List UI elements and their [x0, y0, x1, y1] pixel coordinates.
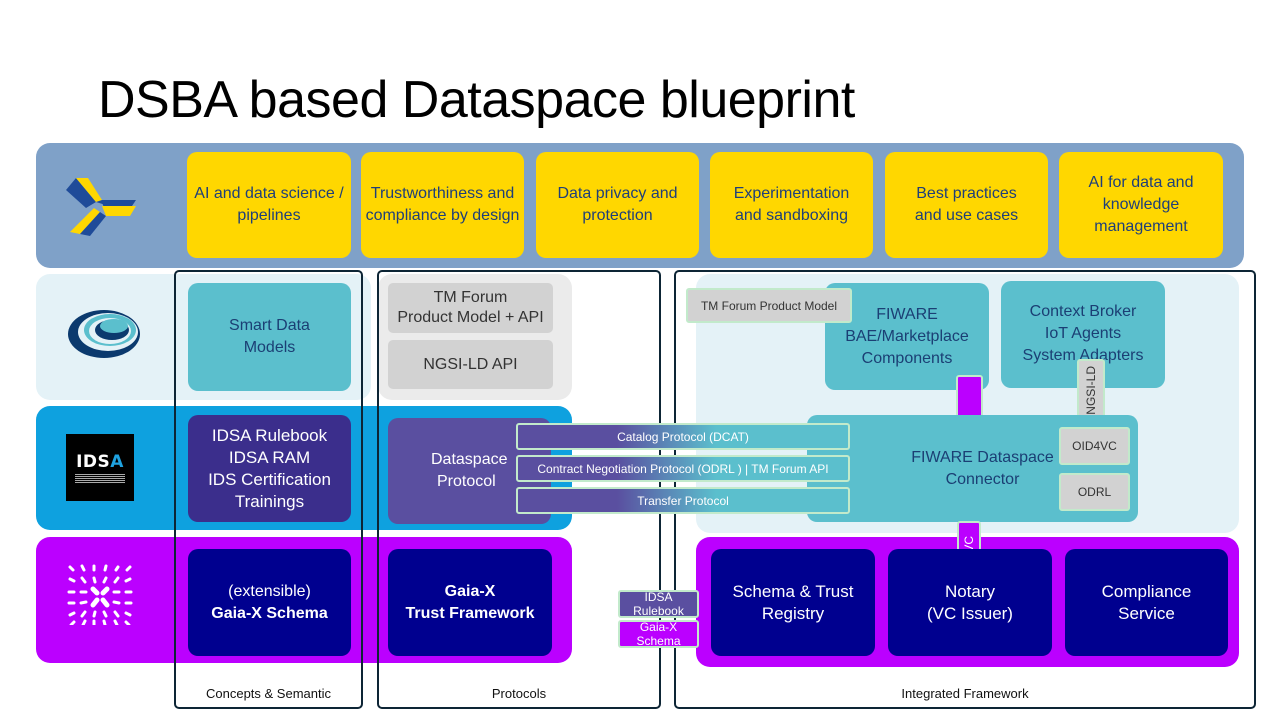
gaiax-schema-tag: Gaia-X Schema — [618, 620, 699, 648]
protocols-column-label: Protocols — [491, 686, 547, 701]
concepts-semantic-column: Concepts & Semantic — [174, 270, 363, 709]
contract-negotiation-bar: Contract Negotiation Protocol (ODRL ) | … — [516, 455, 850, 482]
tm-forum-api-box: TM Forum Product Model + API — [388, 283, 553, 333]
notary-box: Notary (VC Issuer) — [888, 549, 1052, 656]
idsa-concepts-box: IDSA Rulebook IDSA RAM IDS Certification… — [188, 415, 351, 522]
topic-best-practices: Best practices and use cases — [885, 152, 1048, 258]
catalog-protocol-bar: Catalog Protocol (DCAT) — [516, 423, 850, 450]
idsa-rulebook-tag: IDSA Rulebook — [618, 590, 699, 618]
topic-ai-knowledge: AI for data and knowledge management — [1059, 152, 1223, 258]
ngsi-ld-tag: NGSI-LD — [1077, 359, 1105, 421]
topic-data-privacy: Data privacy and protection — [536, 152, 699, 258]
topic-trustworthiness: Trustworthiness and compliance by design — [361, 152, 524, 258]
oid4vc-tag: OID4VC — [1059, 427, 1130, 465]
concepts-column-label: Concepts & Semantic — [205, 686, 331, 701]
topic-ai-data-science: AI and data science / pipelines — [187, 152, 351, 258]
odrl-tag: ODRL — [1059, 473, 1130, 511]
compliance-service-box: Compliance Service — [1065, 549, 1228, 656]
gaiax-logo-icon — [66, 563, 134, 627]
idsa-logo-accent: A — [110, 452, 124, 472]
topic-experimentation: Experimentation and sandboxing — [710, 152, 873, 258]
ngsi-ld-api-box: NGSI-LD API — [388, 340, 553, 389]
context-broker-box: Context Broker IoT Agents System Adapter… — [1001, 281, 1165, 388]
transfer-protocol-bar: Transfer Protocol — [516, 487, 850, 514]
schema-trust-registry-box: Schema & Trust Registry — [711, 549, 875, 656]
fiware-bae-box: FIWARE BAE/Marketplace Components — [825, 283, 989, 390]
idsa-logo-text: IDS — [76, 452, 111, 472]
gaiax-trust-framework-box: Gaia-X Trust Framework — [388, 549, 552, 656]
integrated-column-label: Integrated Framework — [901, 686, 1029, 701]
dsba-logo-icon — [66, 172, 136, 236]
gaiax-schema-box: (extensible) Gaia-X Schema — [188, 549, 351, 656]
smart-data-models-box: Smart Data Models — [188, 283, 351, 391]
page-title: DSBA based Dataspace blueprint — [98, 71, 855, 129]
tm-forum-product-model-tag: TM Forum Product Model — [686, 288, 852, 323]
fiware-logo-icon — [64, 306, 142, 366]
idsa-logo-icon: IDSA — [66, 434, 134, 501]
